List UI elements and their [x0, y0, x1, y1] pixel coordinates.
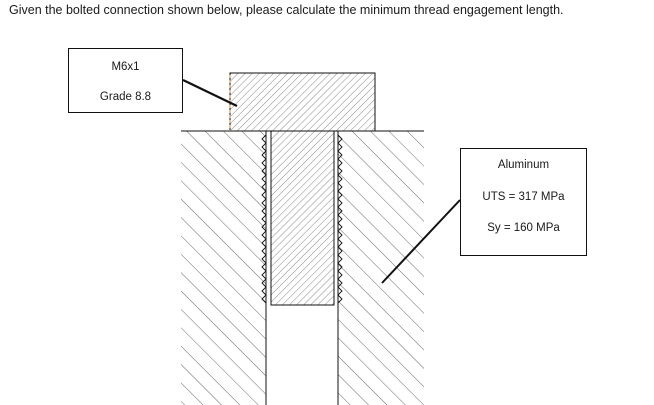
bolt-spec-callout: M6x1 Grade 8.8 [68, 48, 183, 113]
bolt-shank [270, 130, 335, 306]
bolt-grade-label: Grade 8.8 [99, 91, 152, 103]
thread-profile-right [337, 134, 343, 304]
material-uts-label: UTS = 317 MPa [482, 191, 565, 203]
bolt-label-leader [182, 79, 238, 107]
question-text: Given the bolted connection shown below,… [9, 3, 564, 17]
bolt-size-label: M6x1 [111, 61, 140, 73]
plate-right-section [338, 131, 424, 405]
thread-profile-left [261, 134, 267, 304]
plate-left-section [181, 131, 266, 405]
material-label-leader [381, 199, 461, 284]
material-spec-callout: Aluminum UTS = 317 MPa Sy = 160 MPa [460, 148, 587, 256]
material-yield-label: Sy = 160 MPa [487, 222, 560, 234]
bolt-head [229, 72, 376, 132]
material-name-label: Aluminum [497, 159, 550, 171]
